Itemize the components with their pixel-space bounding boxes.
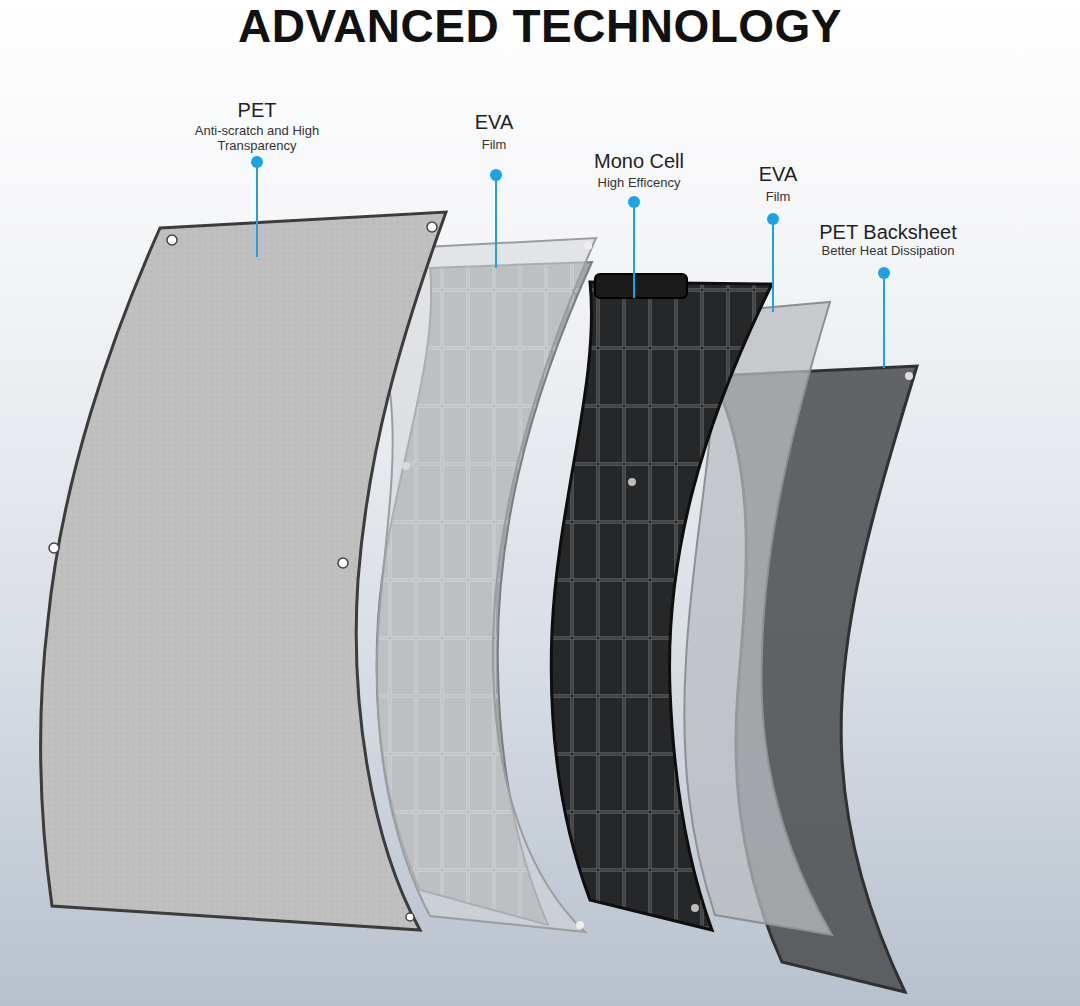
mount-hole (576, 921, 584, 929)
layer-description: Film (766, 190, 791, 205)
leader-line (256, 162, 258, 257)
mount-hole (691, 904, 699, 912)
leader-line (883, 273, 885, 368)
leader-lines (251, 156, 890, 368)
layer-description: High Efficency (598, 176, 681, 191)
leader-line (633, 202, 635, 298)
leader-dot (490, 169, 502, 181)
layer-name: EVA (475, 111, 514, 134)
mount-hole (338, 558, 348, 568)
pet-layer (41, 212, 446, 930)
mount-hole (584, 242, 592, 250)
layer-name: Mono Cell (594, 150, 684, 173)
layer-description: Anti-scratch and High Transparency (187, 124, 327, 154)
mount-hole (406, 913, 414, 921)
layer-description: Film (482, 138, 507, 153)
layer-name: EVA (759, 163, 798, 186)
mono-cell-layer (551, 282, 772, 930)
mount-hole (628, 478, 636, 486)
page-title: ADVANCED TECHNOLOGY (238, 0, 842, 53)
leader-line (772, 219, 774, 312)
layer-description: Better Heat Dissipation (822, 244, 955, 259)
mount-hole (167, 235, 177, 245)
layer-name: PET Backsheet (819, 221, 956, 244)
layer-name: PET (238, 99, 277, 122)
leader-dot (628, 196, 640, 208)
mount-hole (905, 372, 913, 380)
junction-box (595, 274, 687, 298)
mount-hole (49, 543, 59, 553)
leader-line (495, 175, 497, 268)
leader-dot (251, 156, 263, 168)
leader-dot (878, 267, 890, 279)
leader-dot (767, 213, 779, 225)
mount-hole (427, 222, 437, 232)
